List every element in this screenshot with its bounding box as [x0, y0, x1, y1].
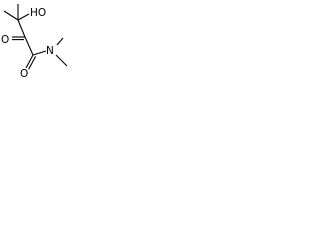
- chemical-structure-diagram: HO O N O: [1, 4, 68, 78]
- bond-amide-c-to-nitrogen: [32, 50, 47, 56]
- atom-label-amide-oxygen: O: [20, 68, 28, 78]
- bond-quaternary-c-to-left-methyl: [3, 10, 19, 21]
- bond-nitrogen-to-upper-methyl: [56, 37, 64, 46]
- bond-quaternary-c-to-ketone-c: [17, 19, 26, 38]
- bond-quaternary-c-to-hydroxyl: [17, 13, 30, 21]
- atom-label-ketone-oxygen: O: [1, 34, 9, 46]
- bond-nitrogen-to-lower-methyl: [55, 54, 68, 67]
- bond-amide-double-outer: [25, 54, 34, 69]
- atom-label-hydroxyl: HO: [30, 7, 46, 19]
- bond-ketone-c-to-amide-c: [24, 36, 34, 56]
- atom-label-amide-nitrogen: N: [46, 45, 54, 57]
- bond-amide-double-inner: [28, 56, 37, 70]
